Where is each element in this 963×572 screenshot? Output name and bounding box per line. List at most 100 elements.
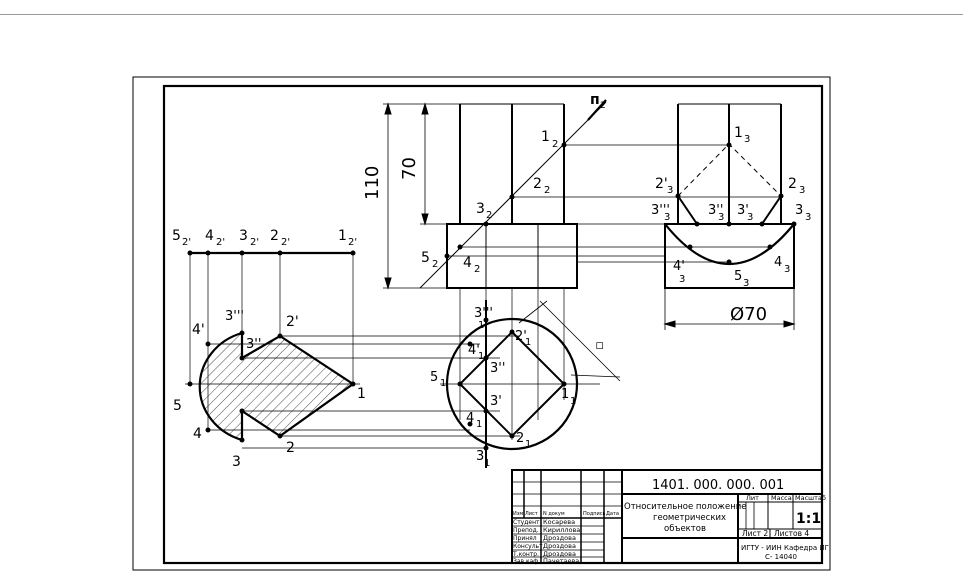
svg-text:Масштаб: Масштаб [795, 494, 826, 502]
svg-text:2: 2 [544, 185, 550, 196]
svg-text:3: 3 [784, 264, 790, 275]
svg-text:2: 2 [474, 264, 480, 275]
front-view [383, 99, 607, 290]
svg-text:3': 3' [490, 394, 502, 409]
svg-text:4': 4' [468, 343, 480, 358]
svg-text:объектов: объектов [664, 524, 706, 534]
svg-text:N докум: N докум [543, 511, 565, 517]
svg-text:Лист: Лист [525, 511, 538, 517]
svg-text:Масса: Масса [771, 494, 792, 502]
svg-text:1: 1 [476, 419, 482, 430]
svg-text:2': 2' [216, 237, 225, 248]
point-labels: 1 2 2 2 3 2 4 2 5 2 1 3 2 3 2' 3 3''' 3 … [172, 125, 811, 470]
svg-text:Дроздова: Дроздова [543, 550, 576, 558]
svg-text:Дата: Дата [606, 511, 619, 517]
svg-text:2: 2 [516, 431, 524, 446]
svg-text:4: 4 [205, 228, 214, 244]
svg-text:5: 5 [173, 398, 182, 414]
svg-text:Кириллова: Кириллова [543, 526, 580, 534]
svg-text:2': 2' [286, 314, 299, 330]
svg-text:Косарева: Косарева [543, 518, 575, 526]
svg-text:1: 1 [440, 378, 446, 389]
svg-text:3: 3 [743, 278, 749, 289]
title-block-text: 1401. 000. 000. 001 Относительное положе… [512, 478, 829, 565]
svg-text:3: 3 [667, 185, 673, 196]
svg-text:1: 1 [357, 386, 366, 402]
svg-text:5: 5 [430, 370, 438, 385]
svg-text:2: 2 [600, 101, 606, 111]
designation: 1401. 000. 000. 001 [652, 478, 784, 493]
svg-text:4: 4 [774, 255, 782, 270]
svg-text:3': 3' [737, 203, 749, 218]
svg-text:геометрических: геометрических [653, 513, 726, 523]
svg-text:Лист 2: Лист 2 [742, 529, 768, 538]
svg-text:3''': 3''' [474, 306, 493, 321]
svg-text:1: 1 [478, 351, 484, 362]
svg-text:3: 3 [805, 212, 811, 223]
svg-text:1: 1 [484, 458, 490, 469]
dim-diameter: Ø70 [730, 304, 767, 325]
svg-text:3: 3 [718, 212, 724, 223]
svg-text:1: 1 [561, 387, 569, 402]
svg-text:2: 2 [533, 176, 542, 192]
svg-text:Пачетаева: Пачетаева [543, 557, 579, 565]
svg-text:1: 1 [478, 320, 484, 331]
svg-text:5: 5 [172, 228, 181, 244]
svg-text:Т.контр.: Т.контр. [512, 551, 539, 558]
svg-text:Дроздова: Дроздова [543, 542, 576, 550]
svg-text:1: 1 [525, 439, 531, 450]
svg-text:2': 2' [515, 329, 527, 344]
svg-text:4: 4 [193, 426, 202, 442]
svg-text:Подпись: Подпись [583, 511, 606, 517]
svg-text:Препод.: Препод. [513, 527, 539, 534]
projection-lines [447, 144, 794, 460]
dim-diamond: ◇ [591, 336, 608, 353]
svg-text:2: 2 [552, 139, 558, 150]
svg-text:3: 3 [679, 274, 685, 285]
inner-frame [162, 84, 824, 565]
svg-text:3'': 3'' [490, 361, 505, 376]
svg-text:3: 3 [476, 201, 485, 217]
point-markers [187, 142, 797, 451]
svg-text:5: 5 [734, 269, 742, 284]
svg-text:3: 3 [239, 228, 248, 244]
svg-text:2: 2 [270, 228, 279, 244]
svg-text:3: 3 [476, 449, 484, 464]
svg-text:ИГТУ - ИИН Кафедра ИГ: ИГТУ - ИИН Кафедра ИГ [741, 544, 829, 552]
svg-text:1: 1 [734, 125, 743, 141]
svg-text:Дроздова: Дроздова [543, 534, 576, 542]
side-view [663, 103, 796, 330]
top-view [440, 300, 621, 468]
svg-text:2': 2' [250, 237, 259, 248]
svg-text:Студент: Студент [513, 519, 540, 526]
svg-text:2': 2' [348, 237, 357, 248]
title-block [511, 469, 823, 564]
svg-text:Относительное положение: Относительное положение [624, 502, 747, 512]
svg-text:2: 2 [432, 259, 438, 270]
svg-text:4': 4' [192, 322, 205, 338]
scale-value: 1:1 [796, 511, 821, 527]
svg-text:2: 2 [486, 210, 492, 221]
svg-text:3'': 3'' [246, 337, 261, 352]
svg-text:Листов 4: Листов 4 [774, 529, 809, 538]
svg-text:3'': 3'' [708, 203, 723, 218]
svg-text:С- 14040: С- 14040 [765, 553, 797, 561]
svg-text:Принял: Принял [513, 535, 537, 542]
svg-text:1: 1 [541, 129, 550, 145]
svg-text:4': 4' [673, 259, 685, 274]
svg-text:1: 1 [570, 396, 576, 407]
section-view [185, 251, 520, 449]
dim-110: 110 [362, 166, 383, 200]
svg-text:Консульт.: Консульт. [513, 543, 545, 550]
svg-text:4: 4 [466, 411, 474, 426]
svg-text:3''': 3''' [225, 309, 244, 324]
svg-text:Зав.каф.: Зав.каф. [513, 558, 540, 565]
svg-text:3: 3 [747, 212, 753, 223]
svg-text:3: 3 [795, 203, 803, 218]
svg-text:3: 3 [664, 212, 670, 223]
svg-text:2: 2 [286, 440, 295, 456]
page-top-rule [0, 14, 963, 15]
svg-text:5: 5 [421, 250, 430, 266]
svg-text:2': 2' [655, 176, 668, 192]
svg-text:2': 2' [281, 237, 290, 248]
